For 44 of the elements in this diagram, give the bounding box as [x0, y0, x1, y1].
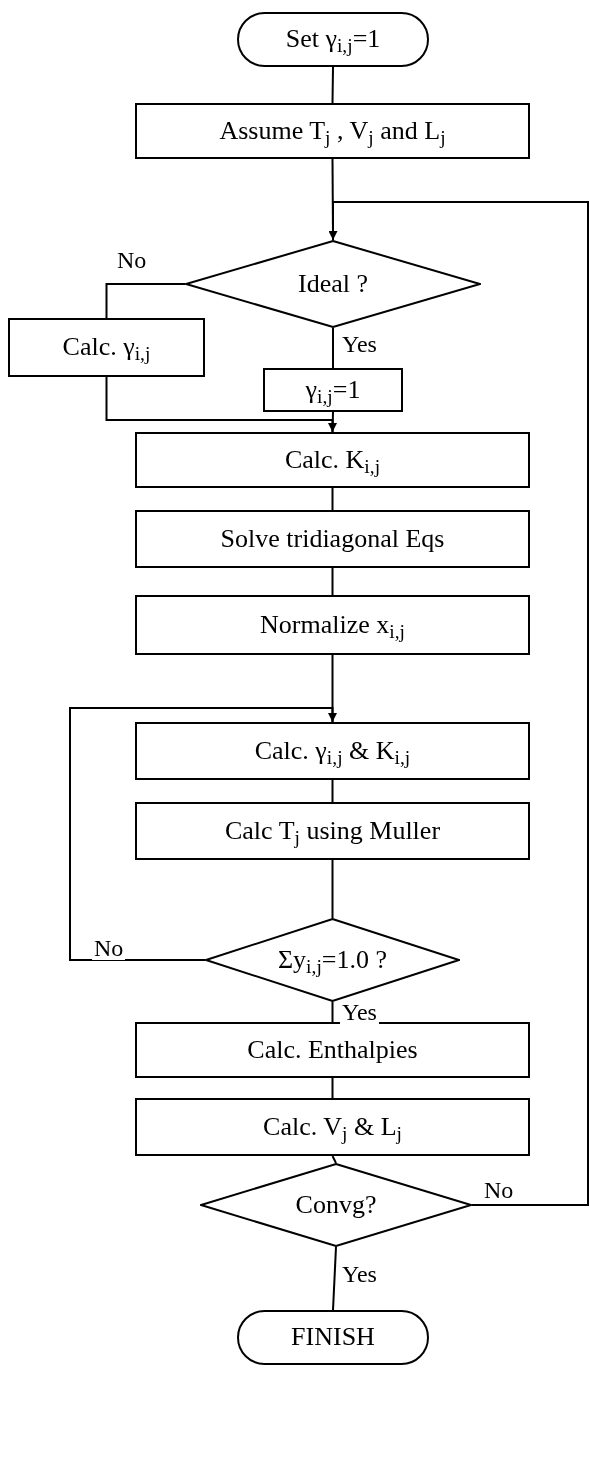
connector-line: [105, 283, 186, 319]
process-box: [135, 1022, 530, 1078]
node-text: Calc. V$_{j}$ & L$_{j}$: [263, 1110, 402, 1144]
decision-diamond: [200, 1163, 472, 1247]
process-box: [135, 103, 530, 159]
connector-line: [332, 327, 334, 369]
node-text: Calc. γ$_{i,j}$ & K$_{i,j}$: [254, 734, 411, 768]
process-box: [8, 318, 205, 377]
process-box: [135, 802, 530, 860]
connector-line: [331, 1077, 334, 1099]
node-text: Normalize x$_{i,j}$: [260, 608, 405, 642]
connector-line: [331, 567, 334, 596]
arrow: [328, 201, 589, 1206]
terminal-box: [237, 1310, 429, 1365]
connector-line: [331, 1001, 334, 1023]
decision-diamond: [205, 918, 460, 1002]
arrow: [69, 707, 337, 961]
process-box: [263, 368, 403, 412]
connector-line: [331, 66, 334, 104]
node-text: Calc T$_{j}$ using Muller: [224, 814, 441, 848]
process-box: [135, 722, 530, 780]
terminal-box: [237, 12, 429, 67]
connector-line: [331, 779, 334, 803]
connector-line: [332, 1246, 337, 1311]
node-text: γ$_{i,j}$=1: [305, 373, 361, 407]
process-box: [135, 432, 530, 488]
arrow: [105, 376, 337, 433]
process-box: [135, 510, 530, 568]
connector-line: [331, 859, 334, 919]
decision-diamond: [185, 240, 481, 328]
process-box: [135, 595, 530, 655]
node-text: Calc. γ$_{i,j}$: [62, 331, 151, 364]
node-text: Convg?: [295, 1188, 377, 1221]
node-text: Assume T$_{j}$ , V$_{j}$ and L$_{j}$: [219, 114, 446, 148]
connector-line: [331, 411, 334, 433]
node-text: FINISH: [291, 1321, 375, 1354]
node-text: Ideal ?: [298, 267, 368, 300]
node-text: Σy$_{i,j}$=1.0 ?: [277, 943, 388, 977]
node-text: Solve tridiagonal Eqs: [220, 522, 445, 555]
process-box: [135, 1098, 530, 1156]
node-text: Set γ$_{i,j}$=1: [285, 23, 381, 56]
connector-line: [331, 487, 334, 511]
node-text: Calc. Enthalpies: [247, 1033, 418, 1066]
node-text: Calc. K$_{i,j}$: [284, 443, 381, 477]
